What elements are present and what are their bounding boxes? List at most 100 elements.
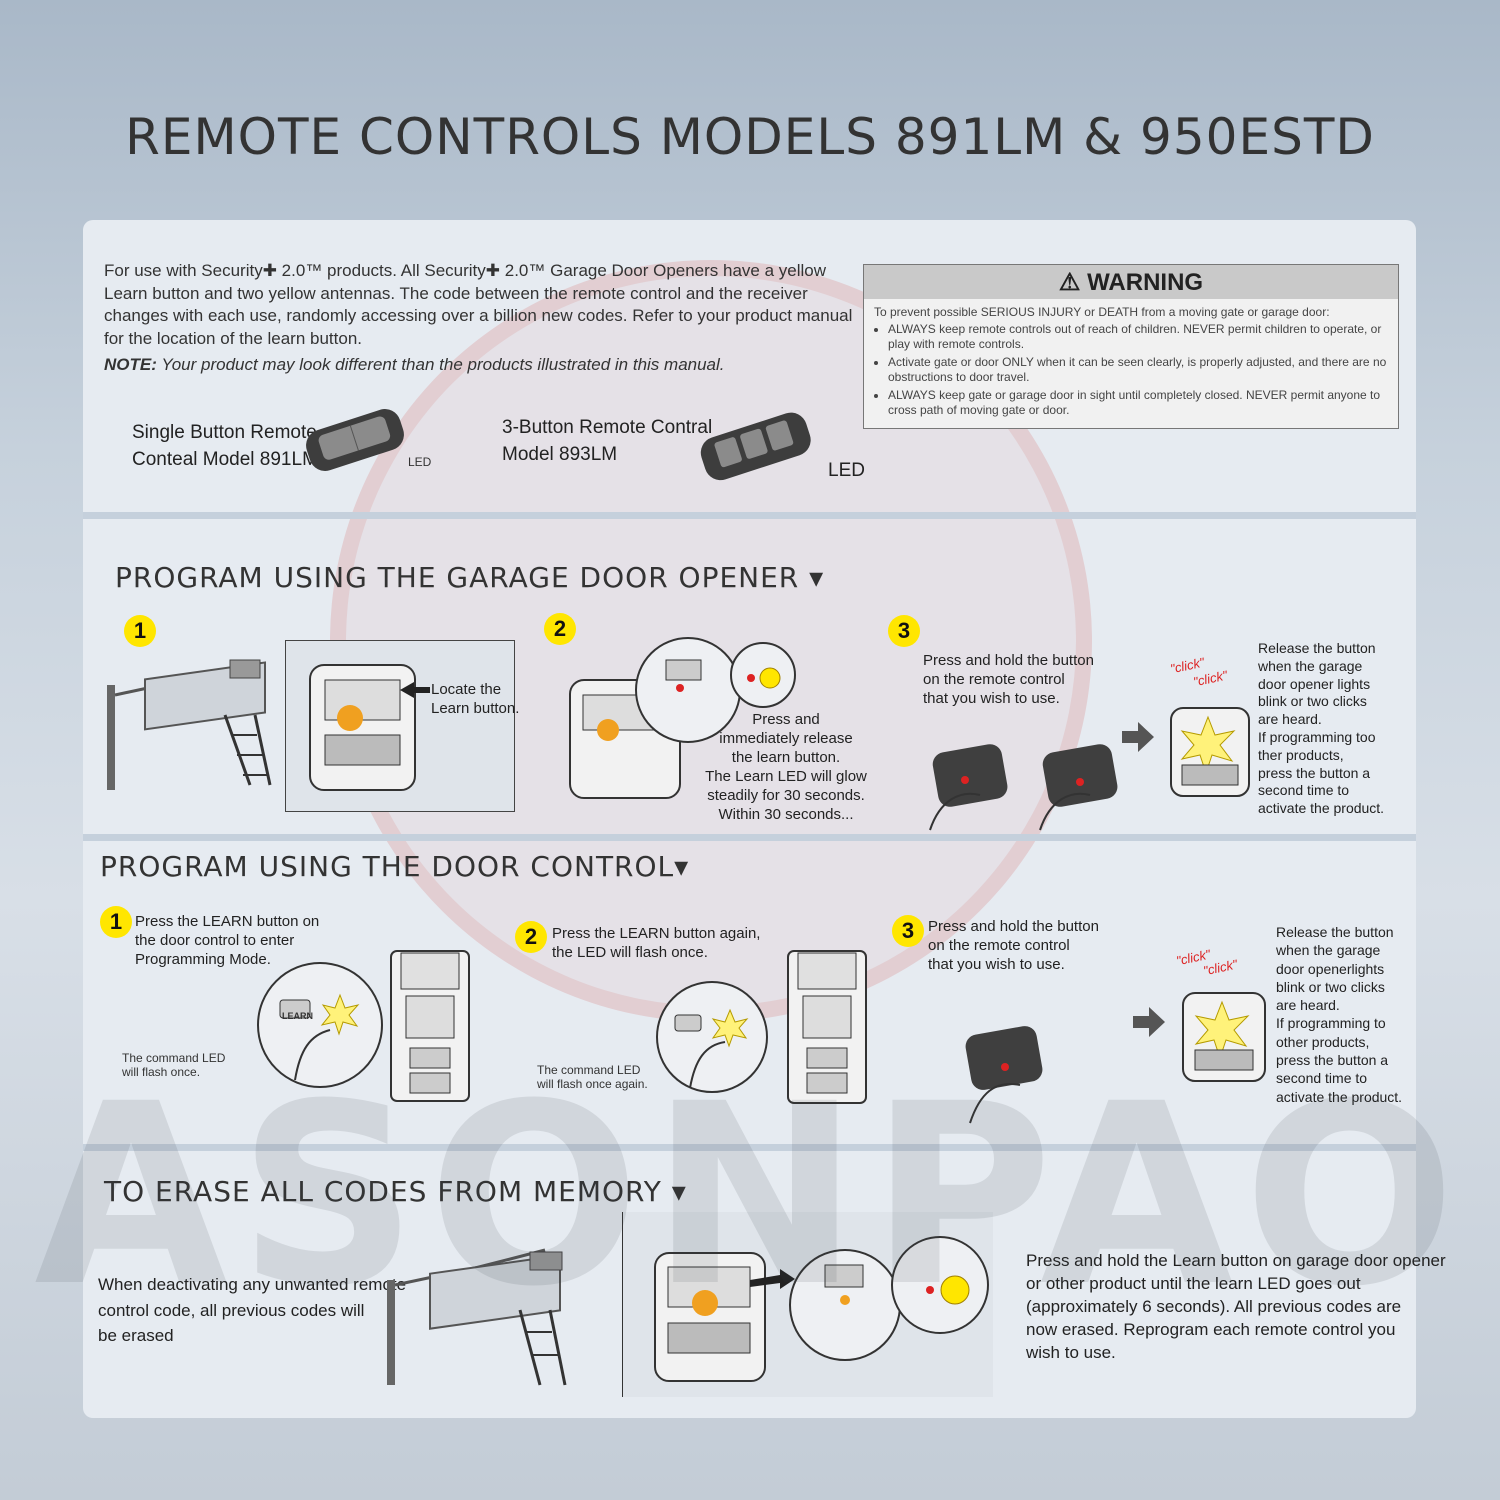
arrow-right-icon — [1133, 1007, 1165, 1037]
warning-item: Activate gate or door ONLY when it can b… — [888, 355, 1388, 385]
step-number: 3 — [892, 915, 924, 947]
warning-body: To prevent possible SERIOUS INJURY or DE… — [864, 299, 1398, 427]
intro-paragraph: For use with Security✚ 2.0™ products. Al… — [104, 261, 853, 348]
text-line: When deactivating any unwanted remote — [98, 1275, 407, 1294]
hand-remote-illustration — [929, 744, 1118, 831]
step3-caption: Press and hold the button on the remote … — [923, 651, 1094, 708]
caption-line: that you wish to use. — [928, 956, 1065, 973]
erase-left-text: When deactivating any unwanted remote co… — [98, 1272, 406, 1349]
door-control-panel-icon — [390, 950, 470, 1102]
caption-line: the LED will flash once. — [552, 944, 708, 961]
warning-item: ALWAYS keep remote controls out of reach… — [888, 322, 1388, 352]
caption-line: ther products, — [1258, 746, 1344, 763]
caption-line: activate the product. — [1258, 800, 1385, 817]
caption-line: blink or two clicks — [1276, 978, 1385, 995]
caption-line: Locate the — [431, 681, 502, 698]
caption-line: are heard. — [1276, 997, 1340, 1014]
door-control-zoom-icon — [257, 962, 383, 1088]
caption-line: Learn button. — [431, 700, 520, 717]
step-number: 1 — [124, 615, 156, 647]
caption-line: door openerlights — [1276, 960, 1385, 977]
door-step2-led-caption: The command LED will flash once again. — [537, 1063, 648, 1091]
section-heading-opener: PROGRAM USING THE GARAGE DOOR OPENER ▾ — [115, 561, 825, 594]
caption-line: the door control to enter — [135, 932, 295, 949]
caption-line: will flash once. — [122, 1065, 201, 1079]
door-control-zoom-icon — [656, 981, 768, 1093]
caption-line: other products, — [1276, 1033, 1370, 1050]
caption-line: press the button a — [1276, 1052, 1389, 1069]
caption-line: on the remote control — [928, 937, 1070, 954]
caption-line: second time to — [1258, 782, 1350, 799]
single-button-remote-icon — [306, 409, 404, 471]
door-control-panel-icon — [787, 950, 867, 1104]
opener-unit-icon — [309, 664, 416, 791]
step1-caption: Locate the Learn button. — [431, 680, 519, 718]
caption-line: the learn button. — [731, 749, 841, 766]
caption-line: Within 30 seconds... — [718, 806, 854, 823]
text-line: now erased. Reprogram each remote contro… — [1026, 1320, 1396, 1339]
triple-remote-led-label: LED — [828, 460, 865, 481]
warning-triangle-icon: ⚠ — [1058, 269, 1081, 296]
caption-line: press the button a — [1258, 764, 1371, 781]
caption-line: Press and hold the button — [923, 652, 1094, 669]
caption-line: will flash once again. — [537, 1077, 648, 1091]
hand-remote-illustration — [965, 1026, 1043, 1124]
opener-unit-flash-icon — [1170, 707, 1250, 797]
step-number: 3 — [888, 615, 920, 647]
triple-remote-label-line2: Model 893LM — [502, 444, 618, 465]
door-step1-caption: Press the LEARN button on the door contr… — [135, 912, 319, 969]
door-step3-caption: Press and hold the button on the remote … — [928, 917, 1099, 974]
single-remote-label-line1: Single Button Remote — [132, 422, 317, 443]
door-step2-caption: Press the LEARN button again, the LED wi… — [552, 924, 760, 962]
section-heading-door-control: PROGRAM USING THE DOOR CONTROL▾ — [100, 850, 690, 883]
section-divider — [83, 834, 1416, 841]
caption-line: Press the LEARN button on — [135, 913, 320, 930]
single-remote-led-label: LED — [408, 455, 432, 469]
text-line: (approximately 6 seconds). All previous … — [1026, 1297, 1402, 1316]
caption-line: Release the button — [1276, 924, 1394, 940]
text-line: control code, all previous codes will — [98, 1300, 365, 1320]
caption-line: Release the button — [1258, 640, 1376, 656]
caption-line: door opener lights — [1258, 675, 1371, 692]
caption-line: on the remote control — [923, 671, 1065, 688]
warning-header: ⚠ WARNING — [864, 265, 1398, 299]
opener-unit-flash-icon — [1182, 992, 1266, 1082]
caption-line: that you wish to use. — [923, 690, 1060, 707]
text-line: or other product until the learn LED goe… — [1026, 1274, 1361, 1293]
text-line: wish to use. — [1026, 1343, 1116, 1362]
triple-remote-label: 3-Button Remote Contral Model 893LM — [502, 414, 712, 468]
warning-heading: WARNING — [1087, 269, 1204, 296]
caption-line: when the garage — [1258, 657, 1363, 674]
caption-line: Programming Mode. — [135, 951, 271, 968]
caption-line: second time to — [1276, 1070, 1368, 1087]
caption-line: The command LED — [537, 1063, 641, 1077]
door-step1-led-caption: The command LED will flash once. — [122, 1051, 225, 1079]
door-release-caption: Release the button when the garage door … — [1276, 923, 1402, 1106]
note-text: Your product may look different than the… — [161, 355, 725, 374]
intro-note: NOTE: Your product may look different th… — [104, 355, 854, 375]
warning-lead: To prevent possible SERIOUS INJURY or DE… — [874, 305, 1330, 319]
caption-line: blink or two clicks — [1258, 693, 1367, 710]
opener-learn-zoom-illustration — [654, 1236, 989, 1382]
garage-ladder-illustration — [387, 1248, 567, 1386]
caption-line: The command LED — [122, 1051, 226, 1065]
opener-press-learn-illustration — [569, 637, 796, 799]
learn-key-label: LEARN — [282, 1011, 313, 1021]
step-number: 2 — [515, 921, 547, 953]
caption-line: If programming to — [1276, 1015, 1386, 1032]
text-line: be erased — [98, 1326, 174, 1345]
caption-line: Press and hold the button — [928, 918, 1099, 935]
text-line: Press and hold the Learn button on garag… — [1026, 1251, 1446, 1270]
step2-caption: Press and immediately release the learn … — [700, 710, 872, 824]
arrow-left-icon — [400, 682, 430, 698]
warning-item: ALWAYS keep gate or garage door in sight… — [888, 388, 1388, 418]
caption-line: Press and — [752, 711, 820, 728]
section-divider — [83, 1144, 1416, 1151]
caption-line: activate the product. — [1276, 1088, 1403, 1105]
caption-line: The Learn LED will glow — [705, 768, 867, 785]
page-title: REMOTE CONTROLS MODELS 891LM & 950ESTD — [125, 108, 1375, 166]
section-divider — [83, 512, 1416, 519]
release-caption: Release the button when the garage door … — [1258, 640, 1384, 818]
caption-line: are heard. — [1258, 711, 1322, 728]
caption-line: immediately release — [719, 730, 853, 747]
